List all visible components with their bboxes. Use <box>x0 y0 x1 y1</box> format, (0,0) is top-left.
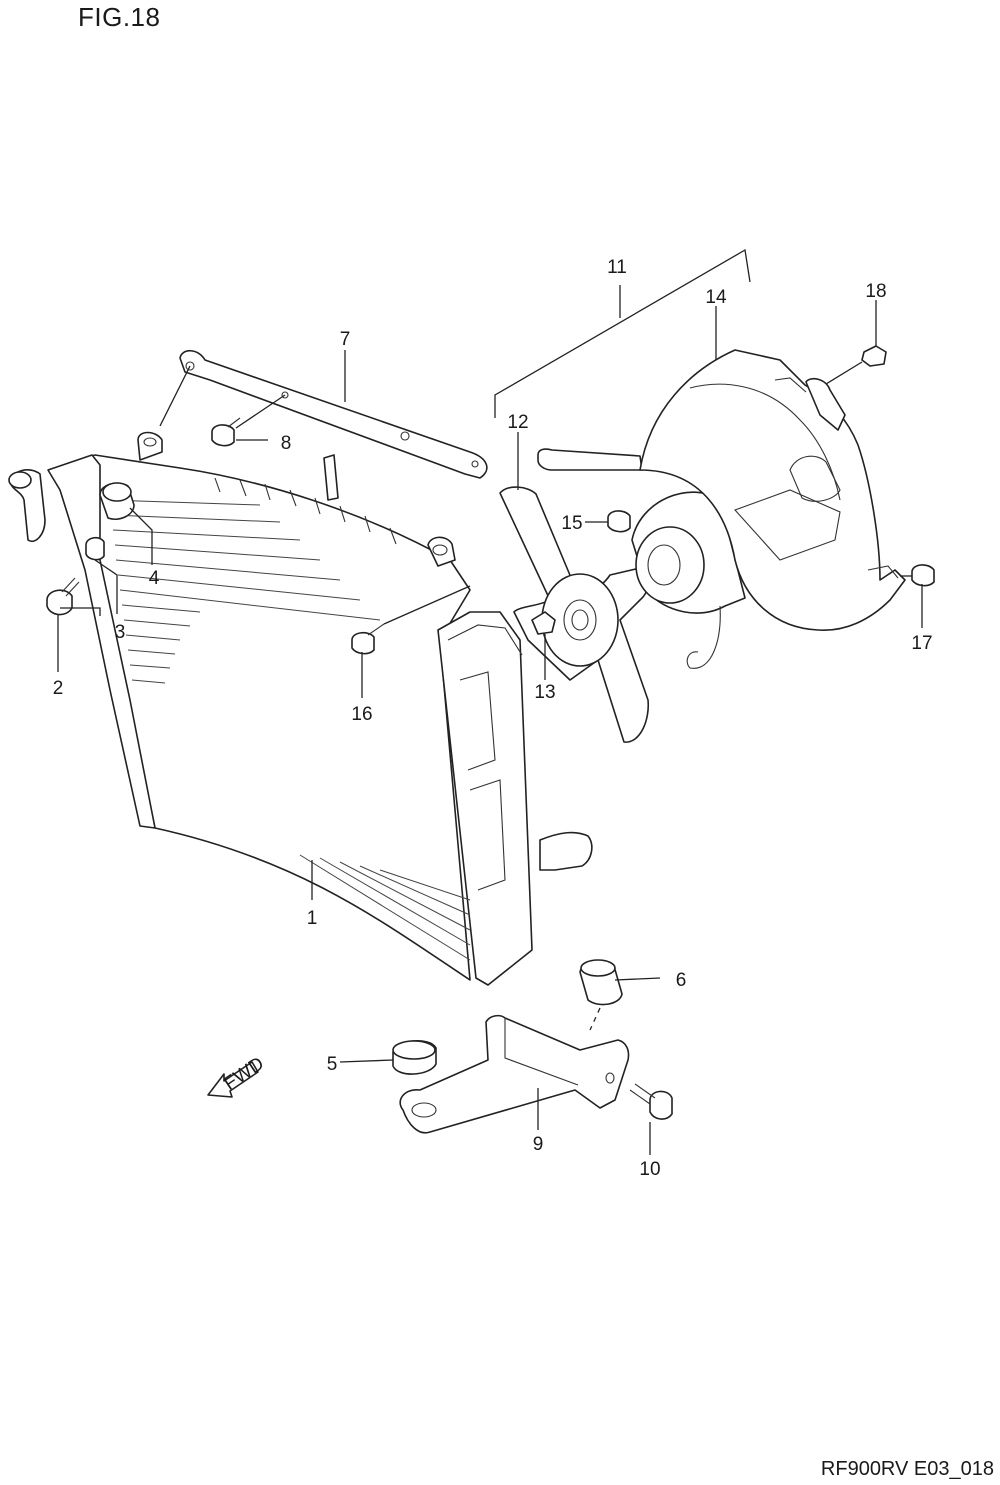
callout-3: 3 <box>115 622 126 643</box>
screw-15[interactable] <box>607 510 631 533</box>
callout-6: 6 <box>676 970 687 991</box>
callout-16: 16 <box>351 704 372 725</box>
bolt-2[interactable] <box>46 577 80 616</box>
fan-motor[interactable] <box>537 448 746 669</box>
bolt-10[interactable] <box>629 1083 673 1120</box>
callout-14: 14 <box>705 287 727 308</box>
radiator-upper-bracket[interactable] <box>179 349 488 479</box>
bolt-8[interactable] <box>211 417 241 447</box>
leader-lines <box>57 248 923 1155</box>
figure-title: FIG.18 <box>78 2 161 32</box>
callout-18: 18 <box>865 281 886 302</box>
diagram-code: RF900RV E03_018 <box>820 1458 994 1480</box>
callout-5: 5 <box>327 1054 338 1075</box>
grommet-5[interactable] <box>392 1040 437 1075</box>
callout-7: 7 <box>340 329 351 350</box>
callout-10: 10 <box>639 1159 660 1180</box>
fwd-label: FWD <box>220 1053 268 1095</box>
collar[interactable] <box>85 536 105 561</box>
screw-17[interactable] <box>911 564 935 587</box>
callout-13: 13 <box>534 682 555 703</box>
callout-11: 11 <box>607 257 627 278</box>
radiator[interactable] <box>8 454 593 986</box>
bolt-16[interactable] <box>351 623 385 655</box>
radiator-fins <box>109 499 471 961</box>
callout-8: 8 <box>281 433 292 454</box>
grommet-6[interactable] <box>579 959 623 1006</box>
callout-17: 17 <box>911 633 932 654</box>
callout-labels: 1 2 3 4 5 6 7 8 9 10 11 12 13 14 15 16 1… <box>53 257 933 1180</box>
callout-12: 12 <box>507 412 528 433</box>
callout-1: 1 <box>307 908 318 929</box>
callout-2: 2 <box>53 678 64 699</box>
nut-13[interactable] <box>531 611 556 635</box>
radiator-lower-bracket[interactable] <box>399 1014 630 1134</box>
callout-4: 4 <box>149 568 160 589</box>
radiator-cushion[interactable] <box>99 431 163 520</box>
callout-9: 9 <box>533 1134 544 1155</box>
fan-shroud[interactable] <box>639 349 906 631</box>
forward-arrow-icon: FWD <box>207 1053 268 1098</box>
callout-15: 15 <box>561 513 582 534</box>
nut-18[interactable] <box>861 345 887 367</box>
